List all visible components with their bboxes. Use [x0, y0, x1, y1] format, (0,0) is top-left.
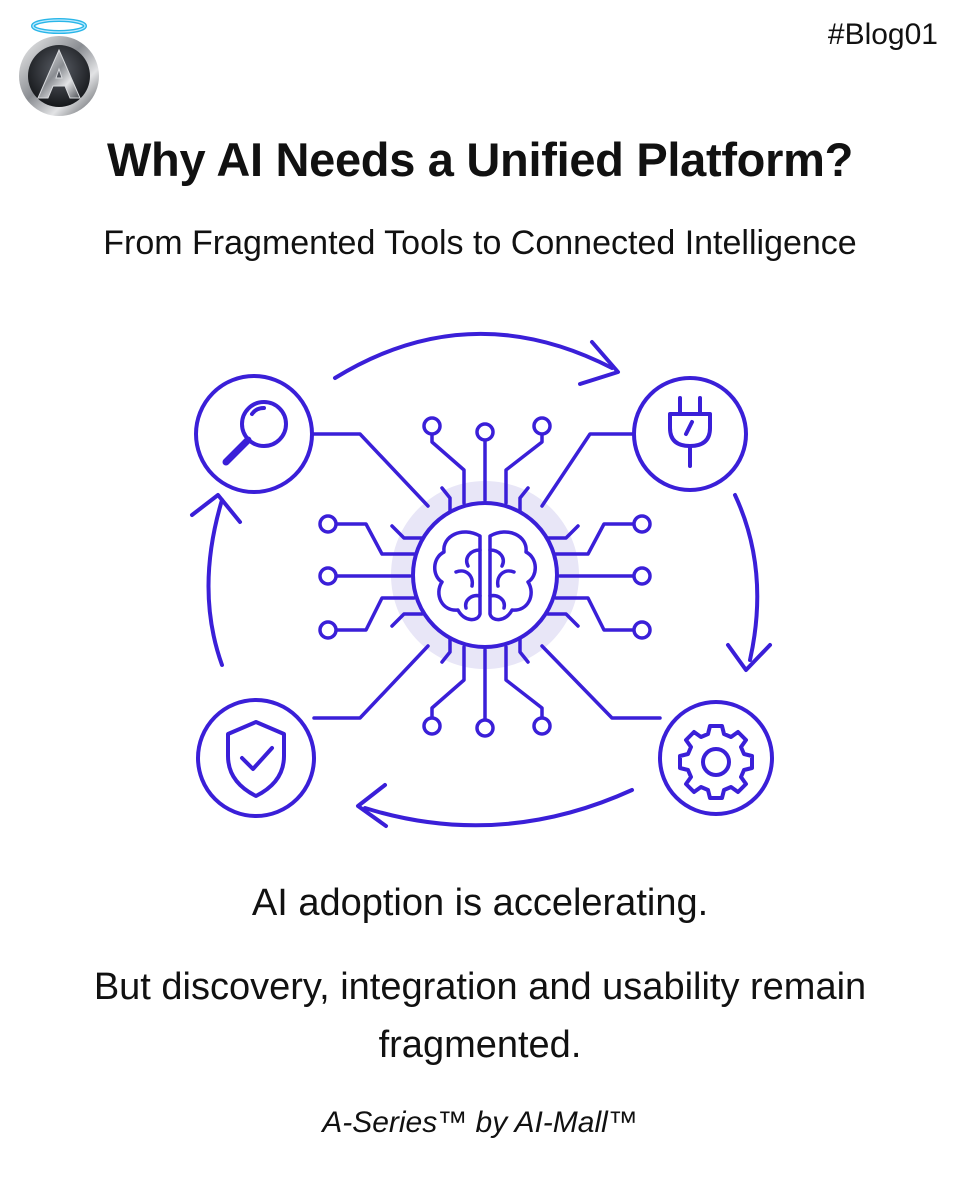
plug-node — [632, 376, 748, 492]
cycle-arrow-right — [726, 493, 772, 672]
cycle-arrow-bottom — [356, 783, 634, 828]
blog-tag: #Blog01 — [827, 18, 938, 51]
shield-check-icon — [226, 720, 286, 798]
page-title: Why AI Needs a Unified Platform? — [107, 133, 853, 186]
cycle-arrow-top — [333, 331, 620, 386]
cycle-arrow-left — [190, 493, 242, 667]
plug-icon — [668, 396, 712, 468]
gear-icon — [678, 724, 754, 800]
fragmentation-statement: But discovery, integration and usability… — [93, 966, 867, 1066]
connected-ai-illustration — [190, 331, 774, 828]
shield-node — [196, 698, 316, 818]
page-subtitle: From Fragmented Tools to Connected Intel… — [103, 224, 857, 262]
adoption-statement: AI adoption is accelerating. — [251, 882, 709, 924]
brain-icon — [411, 501, 559, 649]
halo-a-emblem-icon — [19, 18, 99, 116]
gear-node — [658, 700, 774, 816]
search-icon — [222, 400, 288, 466]
search-node — [194, 374, 314, 494]
series-signature: A-Series™ by AI-Mall™ — [322, 1106, 638, 1139]
